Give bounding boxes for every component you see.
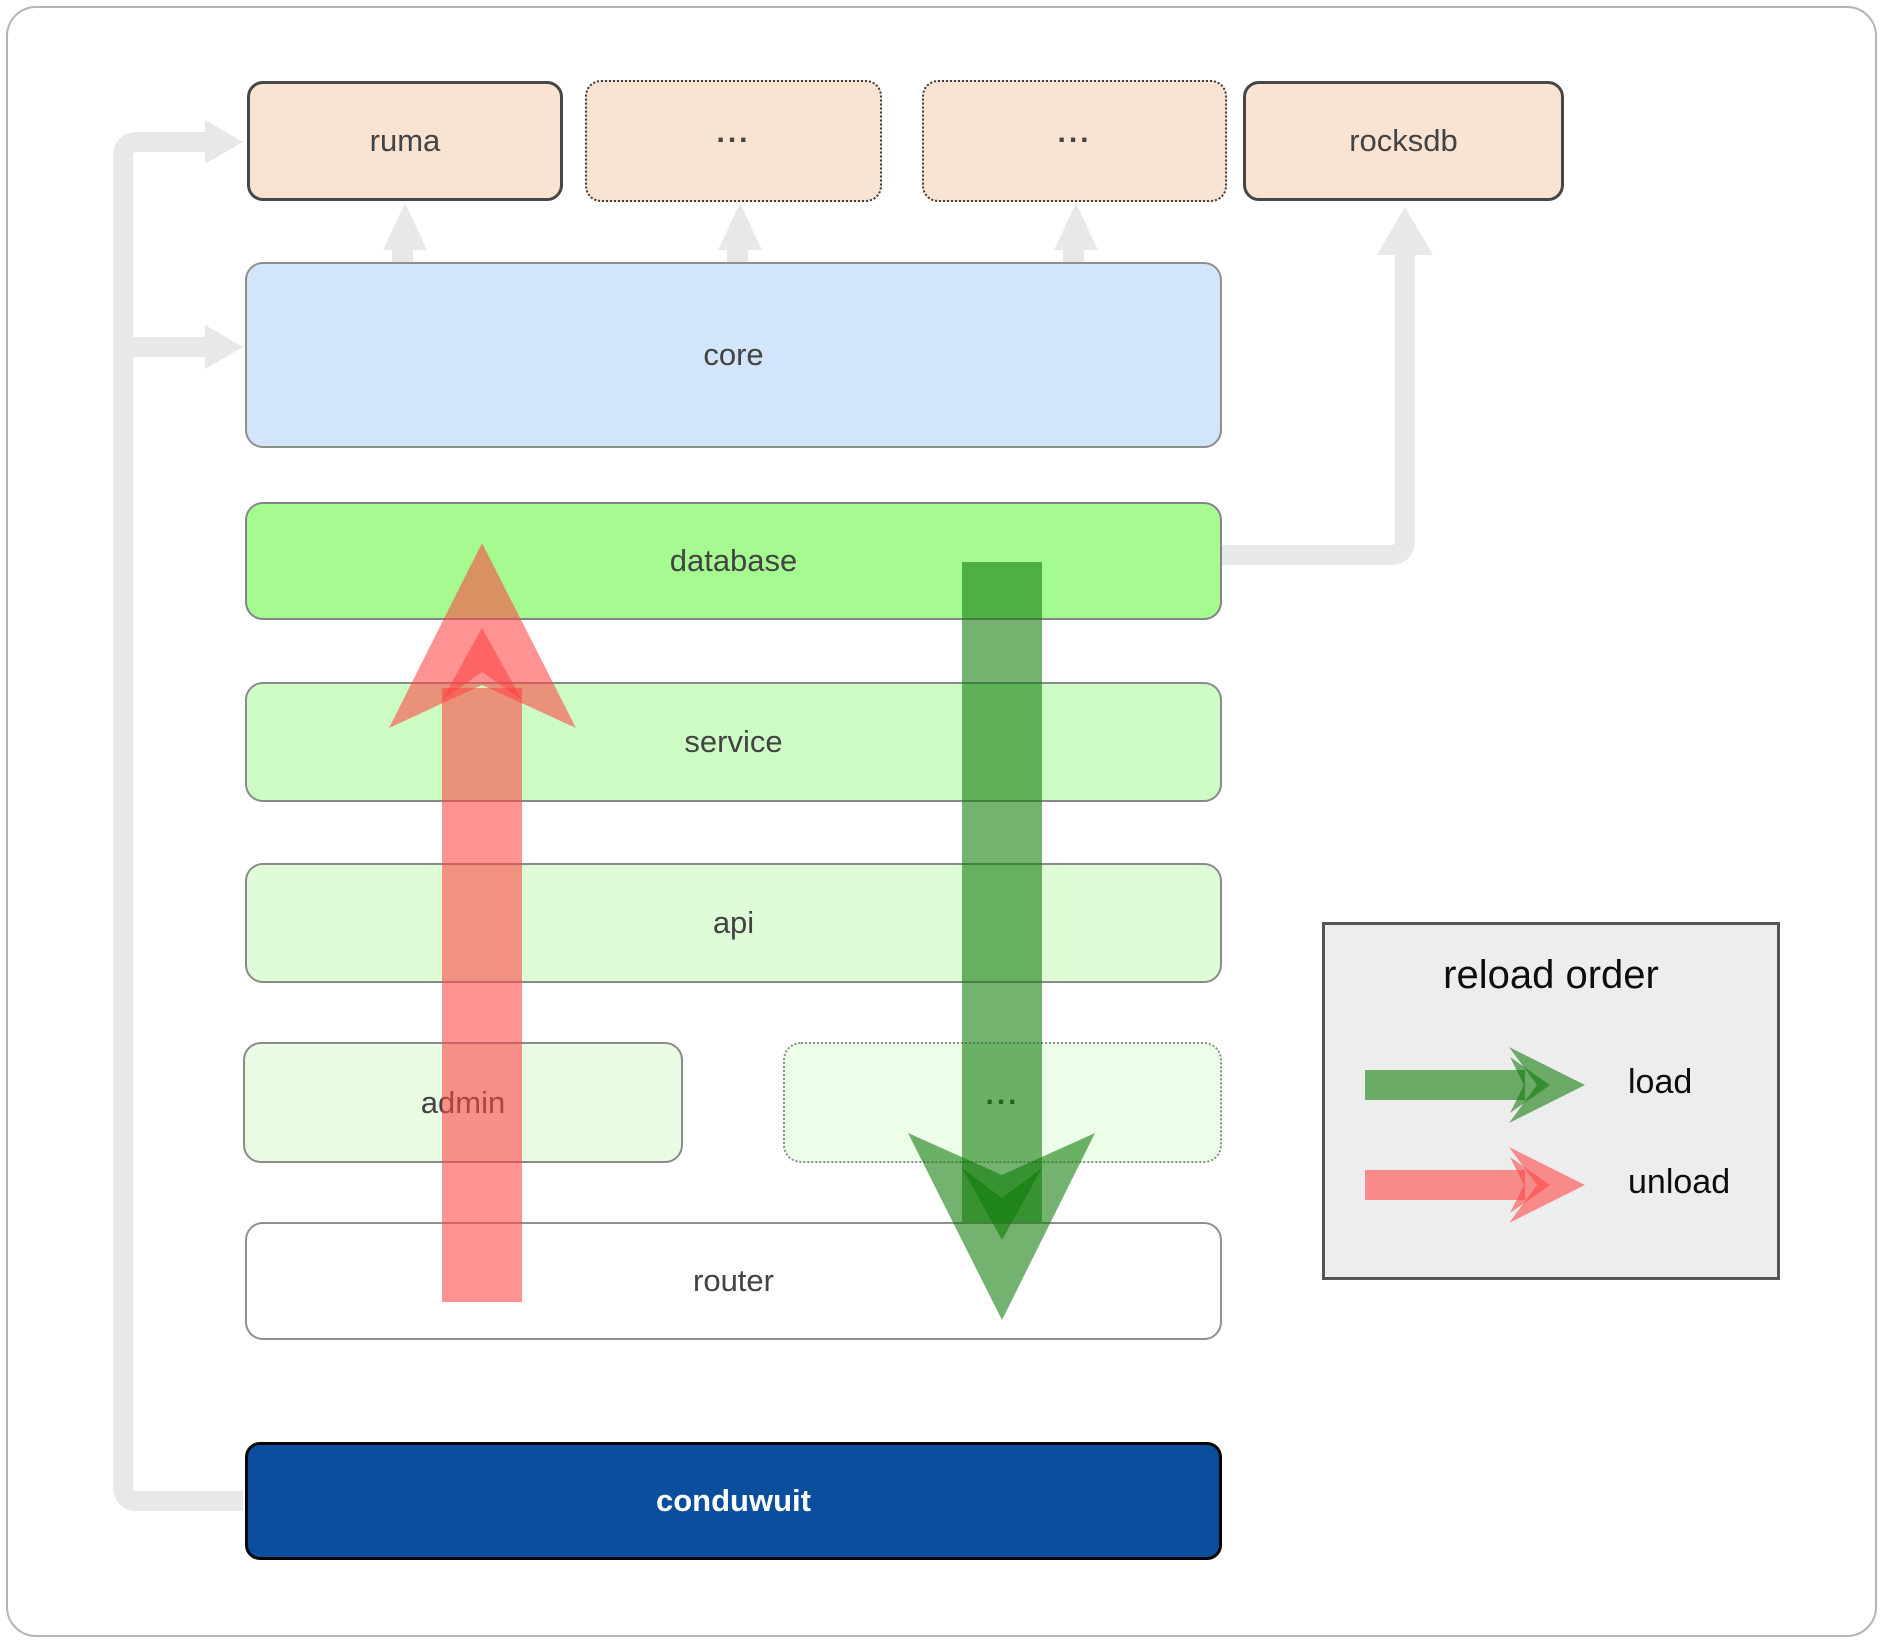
crate-placeholder-1-label: ...	[716, 116, 751, 149]
box-crate-placeholder-2: ...	[922, 80, 1227, 202]
legend-load-label: load	[1628, 1063, 1693, 1101]
database-label: database	[669, 543, 798, 578]
conduwuit-label: conduwuit	[656, 1483, 811, 1518]
legend-load-arrow-icon	[1365, 1047, 1585, 1123]
box-core: core	[245, 262, 1222, 448]
box-crate-placeholder-1: ...	[585, 80, 882, 202]
conduwuit-to-ruma-arrowhead-icon	[205, 120, 243, 164]
box-api: api	[245, 863, 1222, 983]
legend-unload-label: unload	[1628, 1163, 1731, 1201]
router-label: router	[693, 1263, 774, 1298]
service-label: service	[684, 724, 783, 759]
core-to-ruma-arrow	[383, 203, 427, 264]
box-database: database	[245, 502, 1222, 620]
legend: reload order load unload	[1322, 922, 1780, 1280]
outer-border	[6, 6, 1877, 1637]
legend-unload-arrow-icon	[1365, 1147, 1585, 1223]
legend-title: reload order	[1443, 953, 1659, 997]
conduwuit-to-core-arrowhead-icon	[205, 325, 243, 369]
core-to-crate2-arrow	[1054, 203, 1098, 264]
api-label: api	[712, 905, 755, 940]
core-label: core	[703, 337, 764, 372]
rocksdb-label: rocksdb	[1349, 123, 1458, 158]
box-ruma: ruma	[247, 81, 563, 201]
box-conduwuit: conduwuit	[245, 1442, 1222, 1560]
database-to-rocksdb-arrowhead-icon	[1377, 207, 1433, 255]
ruma-label: ruma	[369, 123, 441, 158]
conduwuit-to-ruma-connector	[113, 132, 243, 1511]
box-rocksdb: rocksdb	[1243, 81, 1564, 201]
box-admin: admin	[243, 1042, 683, 1163]
admin-placeholder-label: ...	[985, 1077, 1020, 1111]
admin-label: admin	[420, 1084, 506, 1120]
box-router: router	[245, 1222, 1222, 1340]
crate-placeholder-2-label: ...	[1057, 116, 1092, 149]
core-to-crate1-arrow	[718, 203, 762, 264]
legend-arrows	[1365, 1047, 1585, 1223]
box-service: service	[245, 682, 1222, 802]
database-to-rocksdb-connector	[1222, 253, 1415, 565]
box-admin-placeholder: ...	[783, 1042, 1222, 1163]
